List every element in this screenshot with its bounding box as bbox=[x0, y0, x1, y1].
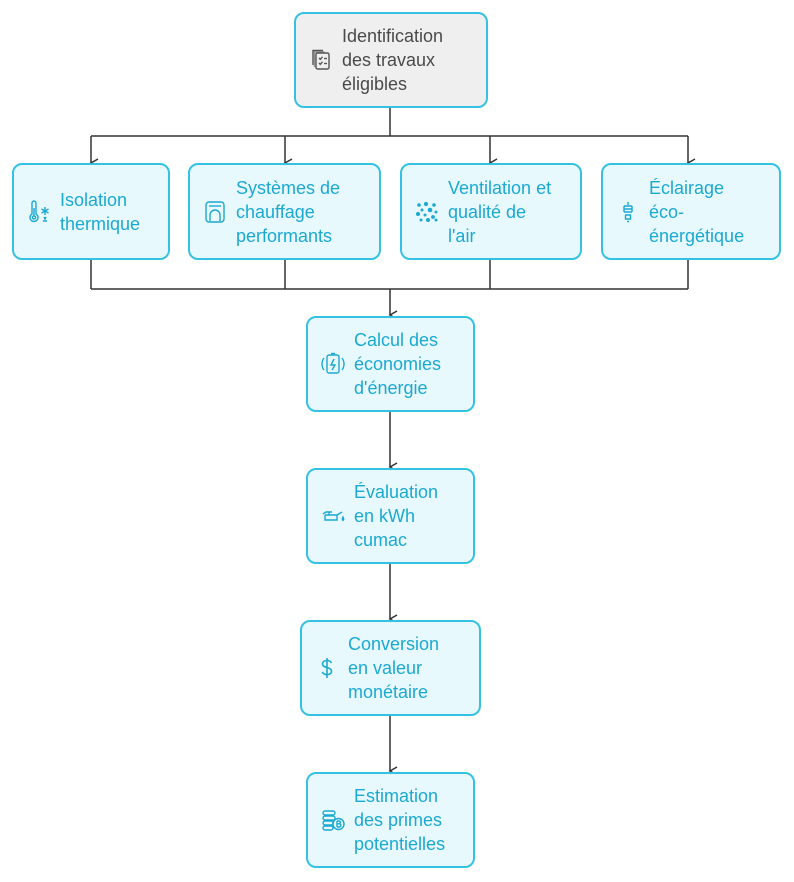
thermometer-snowflake-icon bbox=[26, 199, 52, 225]
node-ventilation: Ventilation et qualité de l'air bbox=[400, 163, 582, 260]
node-calcul: Calcul des économies d'énergie bbox=[306, 316, 475, 412]
node-conversion: Conversion en valeur monétaire bbox=[300, 620, 481, 716]
dollar-icon bbox=[314, 655, 340, 681]
node-label: Calcul des économies d'énergie bbox=[354, 330, 442, 398]
node-estimation: Estimation des primes potentielles bbox=[306, 772, 475, 868]
node-label: Ventilation et qualité de l'air bbox=[448, 177, 552, 246]
coin-stack-icon bbox=[320, 807, 346, 833]
node-label: Identification des travaux éligibles bbox=[342, 26, 444, 94]
node-chauffage: Systèmes de chauffage performants bbox=[188, 163, 381, 260]
oil-can-icon bbox=[320, 503, 346, 529]
node-label: Évaluation en kWh cumac bbox=[354, 482, 439, 550]
node-eclairage: Éclairage éco- énergétique bbox=[601, 163, 781, 260]
boiler-icon bbox=[202, 199, 228, 225]
node-label: Systèmes de chauffage performants bbox=[236, 177, 341, 246]
node-label: Estimation des primes potentielles bbox=[354, 786, 446, 854]
node-label: Éclairage éco- énergétique bbox=[649, 177, 745, 246]
air-particles-icon bbox=[414, 199, 440, 225]
node-label: Isolation thermique bbox=[60, 189, 141, 234]
node-label: Conversion en valeur monétaire bbox=[348, 634, 440, 702]
document-checklist-icon bbox=[308, 47, 334, 73]
node-isolation: Isolation thermique bbox=[12, 163, 170, 260]
node-evaluation: Évaluation en kWh cumac bbox=[306, 468, 475, 564]
led-bulb-icon bbox=[615, 199, 641, 225]
node-identification: Identification des travaux éligibles bbox=[294, 12, 488, 108]
battery-recycle-icon bbox=[320, 351, 346, 377]
